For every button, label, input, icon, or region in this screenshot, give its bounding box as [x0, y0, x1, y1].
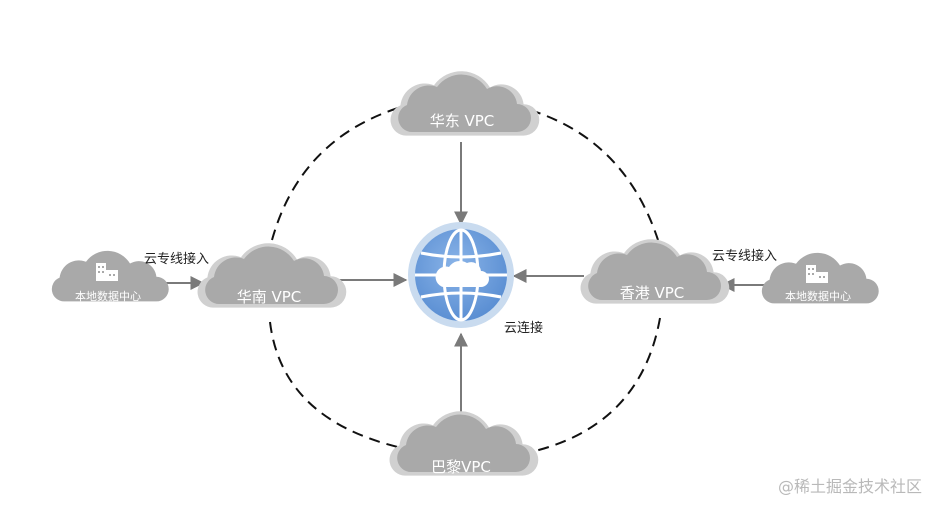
link-label-cloud-connect: 云连接	[504, 320, 543, 336]
cloud-icon	[390, 71, 540, 136]
cloud-icon	[435, 260, 489, 287]
vpc-label-south: 华南 VPC	[237, 288, 302, 306]
arrows	[157, 142, 768, 412]
watermark: @稀土掘金技术社区	[778, 477, 922, 496]
building-icon	[806, 265, 828, 283]
link-label-direct-connect-right: 云专线接入	[712, 248, 777, 264]
datacenter-cloud-right: 本地数据中心	[761, 252, 879, 304]
vpc-cloud-paris: 巴黎VPC	[389, 411, 539, 476]
link-label-direct-connect-left: 云专线接入	[144, 251, 209, 267]
vpc-cloud-east: 华东 VPC	[390, 71, 540, 136]
cloud-icon	[580, 239, 730, 304]
vpc-cloud-hongkong: 香港 VPC	[580, 239, 730, 304]
vpc-label-paris: 巴黎VPC	[431, 458, 491, 476]
vpc-cloud-south: 华南 VPC	[197, 243, 347, 308]
cloud-icon	[389, 411, 539, 476]
vpc-label-east: 华东 VPC	[430, 112, 495, 130]
cloud-connect-hub	[408, 222, 514, 328]
vpc-label-hongkong: 香港 VPC	[620, 284, 685, 302]
datacenter-label-right: 本地数据中心	[785, 289, 851, 303]
cloud-icon	[197, 243, 347, 308]
dashed-ring	[269, 107, 661, 455]
building-icon	[96, 263, 118, 281]
datacenter-cloud-left: 本地数据中心	[51, 250, 169, 303]
datacenter-label-left: 本地数据中心	[75, 289, 141, 303]
